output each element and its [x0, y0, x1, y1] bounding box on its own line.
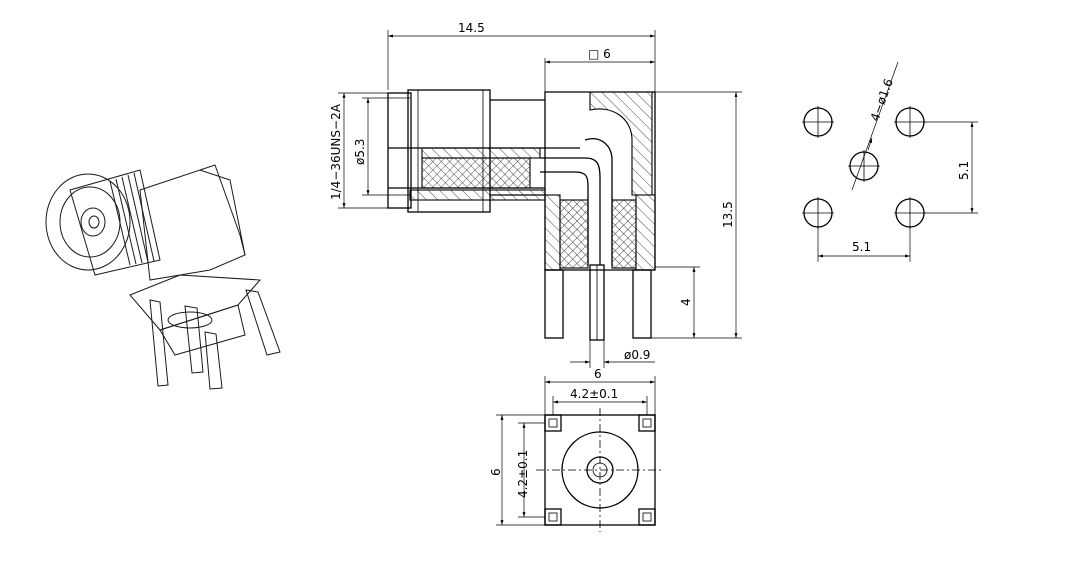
bottom-view: 6 4.2±0.1 6 4.2±0.1: [489, 367, 664, 532]
dim-thread-diameter: ø5.3: [353, 139, 367, 165]
side-section-view: 14.5 □ 6 1/4−36UNS−2A ø5.3 13.5 4 ø0.9: [329, 21, 742, 368]
dim-overall-length: 14.5: [458, 21, 485, 35]
dim-bottom-pitch-y: 4.2±0.1: [516, 450, 530, 498]
dim-pin-length: 4: [679, 298, 693, 306]
dim-overall-height: 13.5: [721, 201, 735, 228]
dim-pcb-pitch-x: 5.1: [852, 240, 871, 254]
dim-thread: 1/4−36UNS−2A: [329, 103, 343, 200]
dim-body-square: □ 6: [588, 47, 611, 61]
dim-pcb-holes: 4−ø1.6: [868, 77, 896, 123]
connector-3d-sketch: [45, 164, 281, 390]
dim-bottom-pitch-x: 4.2±0.1: [570, 387, 618, 401]
dim-pcb-pitch-y: 5.1: [957, 161, 971, 180]
thread-lines: [109, 172, 155, 266]
pcb-footprint-view: 4−ø1.6 5.1 5.1: [802, 61, 978, 262]
hole-centerlines: [802, 106, 926, 229]
dim-pin-diameter: ø0.9: [624, 348, 650, 362]
dim-bottom-width: 6: [594, 367, 602, 381]
dim-bottom-height: 6: [489, 468, 503, 476]
